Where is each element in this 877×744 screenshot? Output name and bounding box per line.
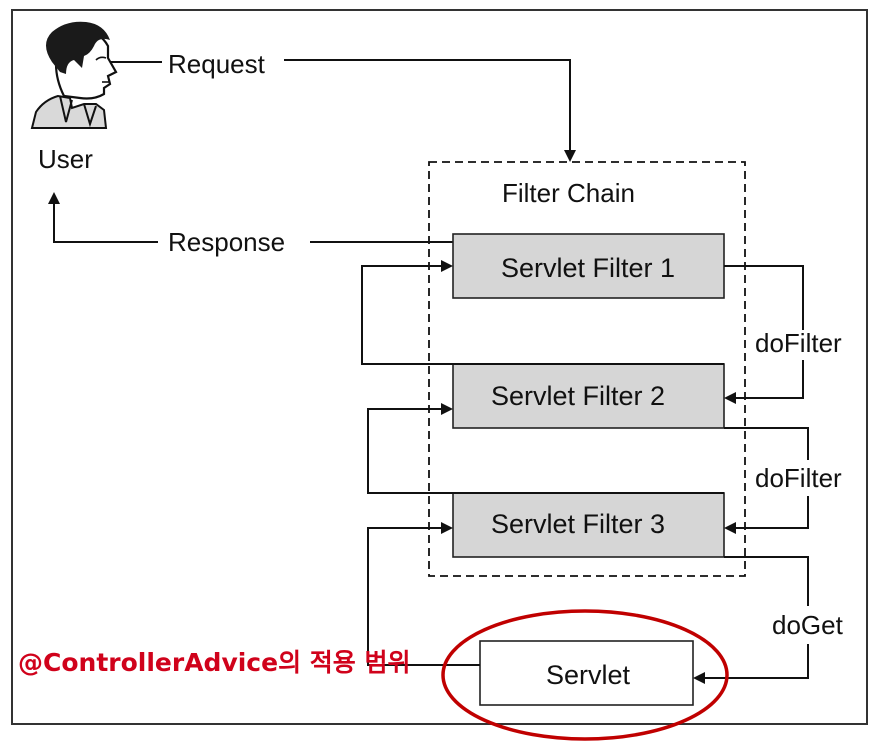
response-arrow [48,192,158,243]
request-label: Request [168,49,266,79]
dofilter-2-label: doFilter [755,463,842,493]
dofilter-2-arrow-b [724,496,809,534]
controller-advice-annotation: @ControllerAdvice의 적용 범위 [18,648,411,677]
dofilter-1-arrow-b [724,360,804,404]
return-filter3-to-filter2 [367,403,724,494]
servlet-box [479,640,694,706]
request-arrow [284,59,576,162]
return-filter2-to-filter1 [361,260,724,365]
servlet-label: Servlet [546,660,631,690]
dofilter-2-arrow-a [724,427,809,460]
filter-chain-container [428,161,746,577]
doget-arrow-b [693,644,809,684]
user-label: User [38,144,93,174]
highlight-ellipse [441,609,729,741]
dofilter-1-label: doFilter [755,328,842,358]
return-servlet-to-filter3 [367,522,480,666]
servlet-filter-2-label: Servlet Filter 2 [491,381,665,411]
servlet-filter-3-box [452,492,725,558]
filter-chain-label: Filter Chain [502,178,635,208]
user-icon [30,21,118,129]
outer-frame [11,9,868,725]
doget-arrow-a [724,556,809,606]
servlet-filter-1-label: Servlet Filter 1 [501,253,675,283]
servlet-filter-1-box [452,233,725,299]
servlet-filter-3-label: Servlet Filter 3 [491,509,665,539]
doget-label: doGet [772,610,844,640]
dofilter-1-arrow-a [724,265,804,330]
response-label: Response [168,227,285,257]
